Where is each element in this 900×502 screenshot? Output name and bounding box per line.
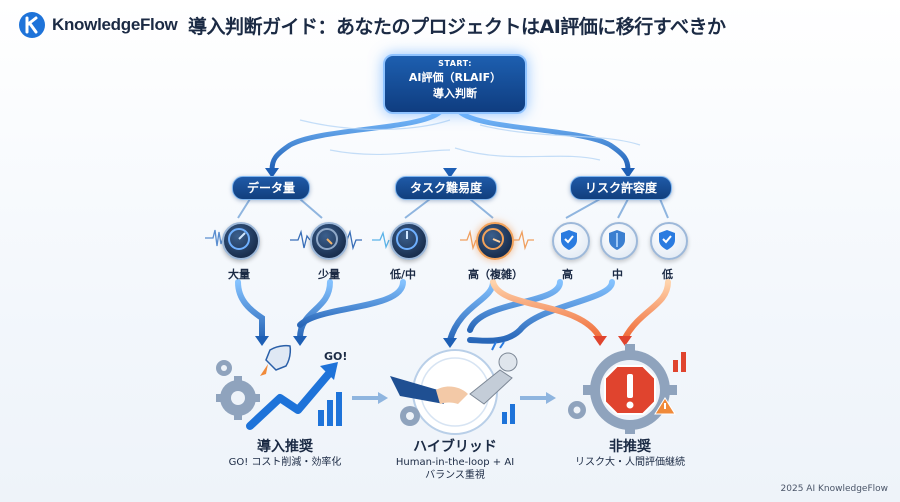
page-title: 導入判断ガイド：あなたのプロジェクトはAI評価に移行すべきか — [188, 16, 726, 38]
rocket-growth-icon — [216, 344, 342, 430]
option-label-high-complex: 高（複雑） — [468, 268, 523, 281]
footer-copyright: 2025 AI KnowledgeFlow — [780, 484, 888, 494]
outcome-sub-recommended: GO! コスト削減・効率化 — [228, 457, 342, 468]
outcome-title-hybrid: ハイブリッド — [413, 439, 497, 455]
start-node: START: AI評価（RLAIF） 導入判断 — [383, 54, 527, 114]
option-label-risk-low: 低 — [662, 268, 673, 281]
outcome-title-not-recommended: 非推奨 — [609, 439, 651, 455]
start-line-2: 導入判断 — [433, 87, 477, 100]
criterion-risk-tolerance: リスク許容度 — [570, 176, 673, 200]
warning-icon — [568, 344, 686, 434]
gauge-icon — [390, 222, 428, 260]
gauge-icon — [222, 222, 260, 260]
start-line-1: AI評価（RLAIF） — [408, 71, 502, 84]
gauge-icon — [310, 222, 348, 260]
header: KnowledgeFlow 導入判断ガイド：あなたのプロジェクトはAI評価に移行… — [0, 0, 900, 52]
outcome-sub-hybrid-1: Human-in-the-loop + AI — [395, 457, 515, 468]
criterion-data-volume: データ量 — [232, 176, 311, 200]
outcome-sub-hybrid-2: バランス重視 — [425, 470, 485, 481]
start-branches — [269, 109, 631, 173]
start-tag: START: — [438, 59, 472, 68]
option-label-small: 少量 — [318, 268, 340, 281]
go-badge: GO! — [324, 350, 348, 363]
shield-check-icon — [650, 222, 688, 260]
option-label-low-mid: 低/中 — [390, 268, 417, 281]
shield-check-icon — [552, 222, 590, 260]
option-label-risk-high: 高 — [562, 268, 573, 281]
brand-logo[interactable]: KnowledgeFlow — [18, 11, 178, 39]
option-label-large: 大量 — [228, 268, 250, 281]
criterion-task-difficulty: タスク難易度 — [395, 176, 498, 200]
knowledgeflow-logo-icon — [19, 12, 45, 38]
branch-arrowheads — [265, 168, 635, 178]
rocket-icon — [260, 344, 292, 376]
shield-icon — [600, 222, 638, 260]
handshake-icon — [390, 341, 518, 435]
outcome-sub-not-recommended: リスク大・人間評価継続 — [575, 457, 685, 468]
gauge-icon — [476, 222, 514, 260]
option-label-risk-mid: 中 — [612, 268, 623, 281]
outcome-title-recommended: 導入推奨 — [257, 439, 313, 455]
brand-name: KnowledgeFlow — [52, 15, 178, 34]
